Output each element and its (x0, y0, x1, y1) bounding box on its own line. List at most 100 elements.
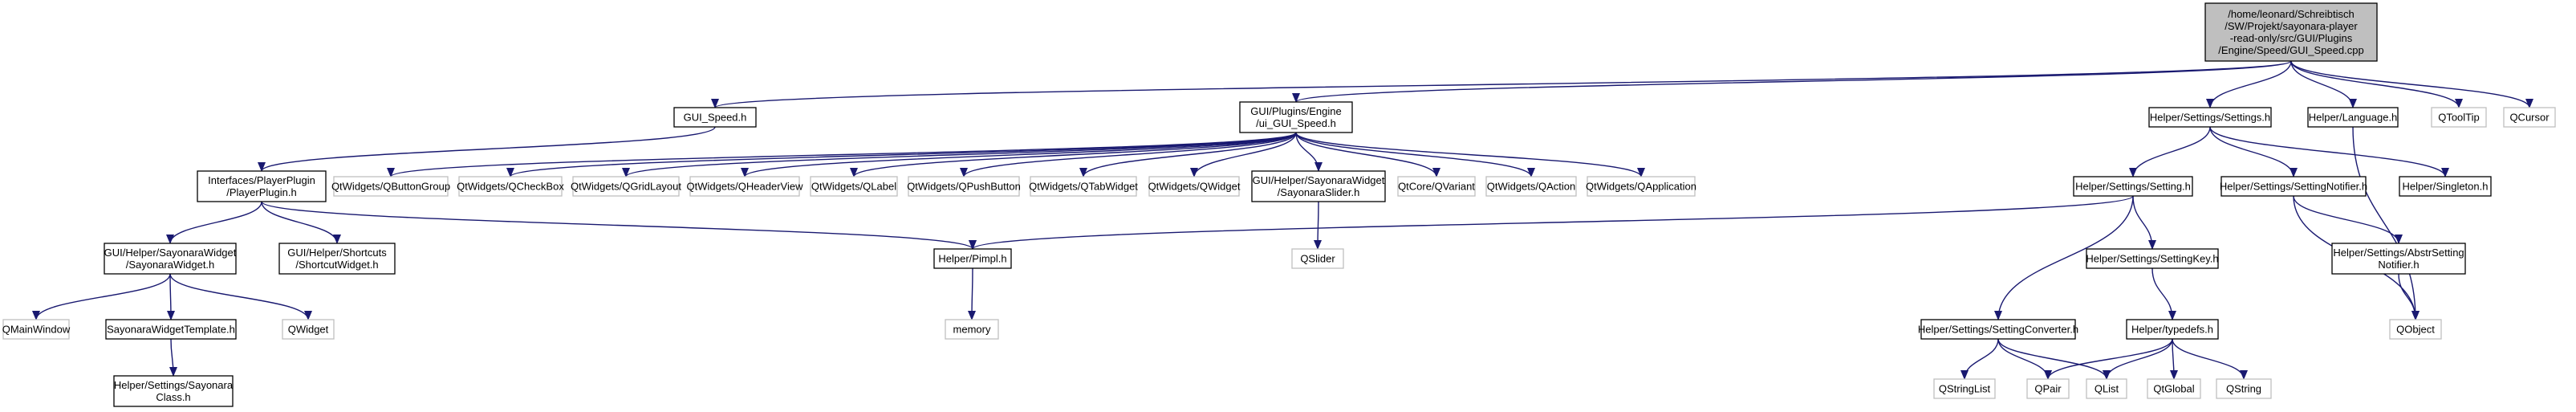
node-label: QStringList (1939, 383, 1991, 395)
node-playerplugin-h[interactable]: Interfaces/PlayerPlugin/PlayerPlugin.h (197, 170, 327, 202)
node-memory: memory (945, 319, 999, 340)
edge-sayonarawidgettemplate_h-to-sayonaraclass_h (169, 338, 177, 377)
edge-root-to-qcursor (2290, 60, 2533, 108)
node-box (945, 319, 999, 340)
node-sayonarawidget-h[interactable]: GUI/Helper/SayonaraWidget/SayonaraWidget… (104, 243, 237, 275)
node-box (1030, 176, 1137, 197)
edge-root-to-qtooltip (2290, 60, 2463, 108)
node-box (1291, 248, 1344, 269)
edge-ui_gui_speed_h-to-qbuttongroup (387, 132, 1297, 177)
node-singleton-h[interactable]: Helper/Singleton.h (2399, 176, 2492, 197)
edge-root-to-gui_speed_h (711, 60, 2292, 108)
edge-settings_h-to-singleton_h (2209, 126, 2449, 177)
node-box (282, 319, 335, 340)
node-qpushbutton: QtWidgets/QPushButton (907, 176, 1021, 197)
node-ui-gui-speed-h[interactable]: GUI/Plugins/Engine/ui_GUI_Speed.h (1239, 101, 1353, 133)
node-label: QtWidgets/QHeaderView (687, 181, 804, 193)
edge-sayonarawidget_h-to-sayonarawidgettemplate_h (166, 273, 175, 320)
node-label: Helper/Settings/Setting.h (2075, 181, 2191, 193)
node-box (2147, 378, 2201, 399)
node-label: QCursor (2509, 112, 2550, 124)
edge-playerplugin_h-to-pimpl_h (261, 201, 977, 250)
node-qobject: QObject (2389, 319, 2442, 340)
node-sayonaraslider-h[interactable]: GUI/Helper/SayonaraWidget/SayonaraSlider… (1251, 170, 1386, 202)
node-qtooltip: QToolTip (2431, 107, 2487, 128)
node-label: /SW/Projekt/sayonara-player (2225, 20, 2358, 32)
node-qmainwindow: QMainWindow (2, 319, 71, 340)
node-setting-h[interactable]: Helper/Settings/Setting.h (2073, 176, 2193, 197)
edge-ui_gui_speed_h-to-qlabel (850, 132, 1297, 177)
node-helpertypedefs-h[interactable]: Helper/typedefs.h (2126, 319, 2219, 340)
node-label: Notifier.h (2378, 259, 2419, 271)
node-label: Helper/Settings/Settings.h (2150, 112, 2270, 124)
node-label: QtWidgets/QPushButton (907, 181, 1021, 193)
node-box (673, 107, 757, 128)
node-label: Helper/typedefs.h (2131, 324, 2213, 336)
edge-sayonarawidget_h-to-qwidget (169, 273, 312, 320)
edge-ui_gui_speed_h-to-qvariant (1295, 132, 1440, 177)
node-label: Interfaces/PlayerPlugin (208, 174, 315, 186)
node-qstringlist: QStringList (1933, 378, 1996, 399)
node-qaction: QtWidgets/QAction (1485, 176, 1577, 197)
node-qlist: QList (2086, 378, 2127, 399)
edge-root-to-language_h (2290, 60, 2357, 108)
node-qlabel: QtWidgets/QLabel (810, 176, 898, 197)
node-label: QtWidgets/QLabel (811, 181, 896, 193)
node-box (2389, 319, 2442, 340)
node-box (2503, 107, 2556, 128)
node-qbuttongroup: QtWidgets/QButtonGroup (331, 176, 450, 197)
edge-root-to-settings_h (2206, 60, 2292, 108)
edge-root-to-ui_gui_speed_h (1292, 60, 2292, 103)
edge-ui_gui_speed_h-to-qwidget_qt (1190, 132, 1297, 177)
edge-sayonarawidget_h-to-qmainwindow (32, 273, 171, 320)
nodes-layer: /home/leonard/Schreibtisch/SW/Projekt/sa… (2, 2, 2556, 407)
node-label: /home/leonard/Schreibtisch (2228, 8, 2355, 20)
node-sayonarawidgettemplate-h[interactable]: SayonaraWidgetTemplate.h (105, 319, 237, 340)
node-label: /SayonaraWidget.h (126, 259, 215, 271)
node-label: QMainWindow (2, 324, 71, 336)
edge-helpertypedefs_h-to-qpair (2044, 338, 2173, 380)
node-settingnotifier-h[interactable]: Helper/Settings/SettingNotifier.h (2220, 176, 2367, 197)
edge-settingconverter_h-to-qlist (1997, 338, 2111, 380)
node-box (572, 176, 680, 197)
node-settingconverter-h[interactable]: Helper/Settings/SettingConverter.h (1918, 319, 2078, 340)
node-qgridlayout: QtWidgets/QGridLayout (571, 176, 681, 197)
node-gui-speed-h[interactable]: GUI_Speed.h (673, 107, 757, 128)
node-label: SayonaraWidgetTemplate.h (107, 324, 235, 336)
node-label: QString (2226, 383, 2261, 395)
edge-settings_h-to-settingnotifier_h (2209, 126, 2298, 177)
node-qslider: QSlider (1291, 248, 1344, 269)
node-box (104, 243, 237, 275)
node-shortcutwidget-h[interactable]: GUI/Helper/Shortcuts/ShortcutWidget.h (278, 243, 396, 275)
edge-helpertypedefs_h-to-qstring (2172, 338, 2248, 380)
node-box (105, 319, 237, 340)
edge-ui_gui_speed_h-to-qgridlayout (622, 132, 1297, 177)
node-qvariant: QtCore/QVariant (1397, 176, 1476, 197)
node-box (1397, 176, 1476, 197)
edge-setting_h-to-pimpl_h (969, 195, 2134, 250)
edge-helpertypedefs_h-to-qlist (2103, 338, 2173, 380)
node-settings-h[interactable]: Helper/Settings/Settings.h (2148, 107, 2272, 128)
edge-ui_gui_speed_h-to-qcheckbox (506, 132, 1297, 177)
node-box (2126, 319, 2219, 340)
edge-setting_h-to-settingkey_h (2132, 195, 2156, 250)
node-qstring: QString (2216, 378, 2272, 399)
node-label: Helper/Settings/AbstrSetting (2333, 247, 2464, 259)
node-settingkey-h[interactable]: Helper/Settings/SettingKey.h (2086, 248, 2219, 269)
node-label: Helper/Settings/SettingKey.h (2086, 253, 2218, 265)
edge-settings_h-to-setting_h (2129, 126, 2211, 177)
edge-abstrsettingnotifier_h-to-qobject (2398, 273, 2420, 320)
edge-settingkey_h-to-helpertypedefs_h (2151, 267, 2176, 320)
node-language-h[interactable]: Helper/Language.h (2307, 107, 2399, 128)
node-qcursor: QCursor (2503, 107, 2556, 128)
node-label: Helper/Settings/SettingConverter.h (1918, 324, 2078, 336)
node-label: GUI/Helper/SayonaraWidget (104, 247, 237, 259)
node-box (2073, 176, 2193, 197)
node-root[interactable]: /home/leonard/Schreibtisch/SW/Projekt/sa… (2204, 2, 2378, 62)
edge-ui_gui_speed_h-to-qapplication (1295, 132, 1645, 177)
node-qwidget-qt: QtWidgets/QWidget (1148, 176, 1241, 197)
node-pimpl-h[interactable]: Helper/Pimpl.h (933, 248, 1012, 269)
